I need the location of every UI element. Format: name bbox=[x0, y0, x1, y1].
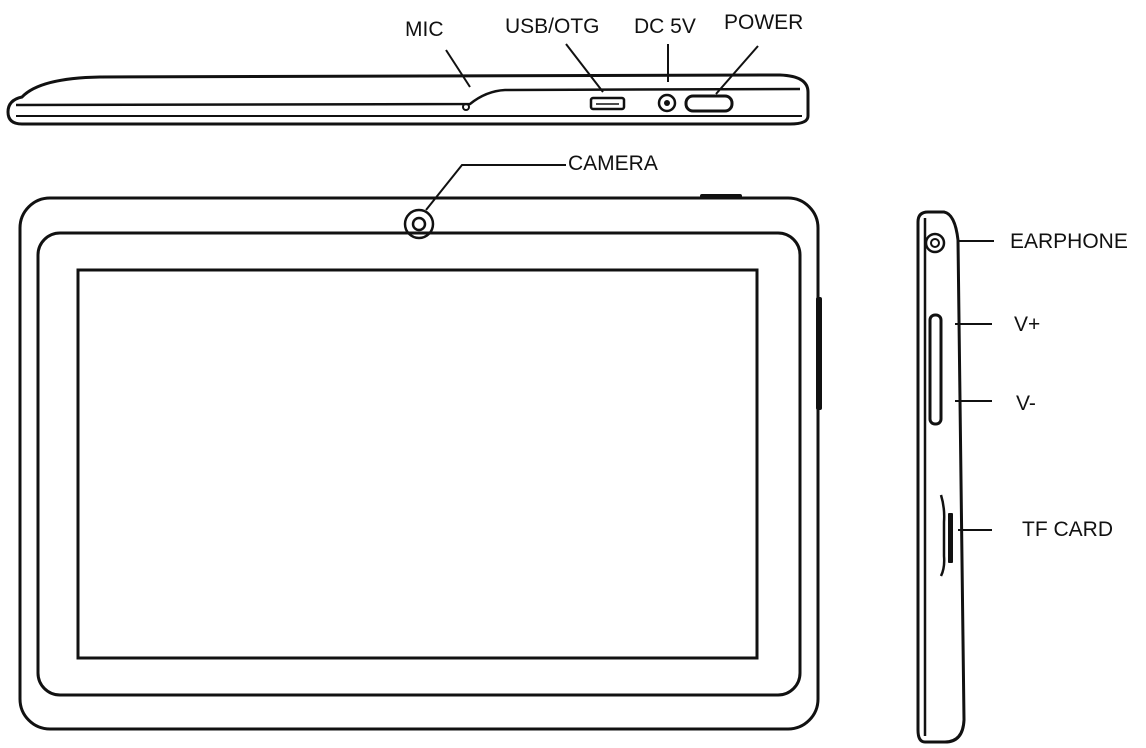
dc-jack-outer bbox=[657, 93, 677, 113]
top-edge-bezel-line bbox=[15, 87, 801, 107]
side-view-body bbox=[916, 210, 966, 744]
top-leader-lines bbox=[445, 43, 759, 95]
earphone-jack-inner bbox=[930, 238, 940, 248]
camera-lens-inner bbox=[411, 216, 427, 232]
volume-rocker bbox=[928, 313, 943, 426]
power-label: POWER bbox=[724, 11, 803, 34]
volume-down-label: V- bbox=[1016, 392, 1036, 415]
top-edge-view bbox=[6, 73, 810, 126]
mic-hole bbox=[462, 103, 470, 111]
front-view bbox=[18, 194, 822, 731]
power-button bbox=[684, 94, 734, 113]
dc-5v-label: DC 5V bbox=[634, 15, 696, 38]
tablet-screen bbox=[76, 268, 759, 660]
usb-otg-label: USB/OTG bbox=[505, 15, 600, 38]
usb-otg-port bbox=[589, 96, 626, 111]
dc-jack-inner bbox=[664, 100, 670, 106]
power-leader bbox=[715, 45, 759, 95]
camera-label: CAMERA bbox=[568, 152, 658, 175]
mic-label: MIC bbox=[405, 18, 444, 41]
usb-otg-leader bbox=[565, 43, 604, 93]
side-leader-lines bbox=[955, 240, 994, 531]
volume-up-label: V+ bbox=[1014, 313, 1040, 336]
tablet-body bbox=[18, 196, 820, 731]
tf-card-label: TF CARD bbox=[1022, 518, 1113, 541]
top-edge-body bbox=[6, 73, 810, 126]
camera-leader bbox=[425, 164, 566, 211]
tf-card-recess bbox=[939, 494, 946, 577]
side-view bbox=[916, 210, 966, 744]
tablet-bezel bbox=[36, 231, 802, 697]
earphone-label: EARPHONE bbox=[1010, 230, 1128, 253]
mic-leader bbox=[445, 49, 471, 88]
tf-card-slot bbox=[948, 513, 953, 563]
earphone-jack-outer bbox=[924, 232, 946, 254]
camera-lens-outer bbox=[403, 208, 435, 240]
